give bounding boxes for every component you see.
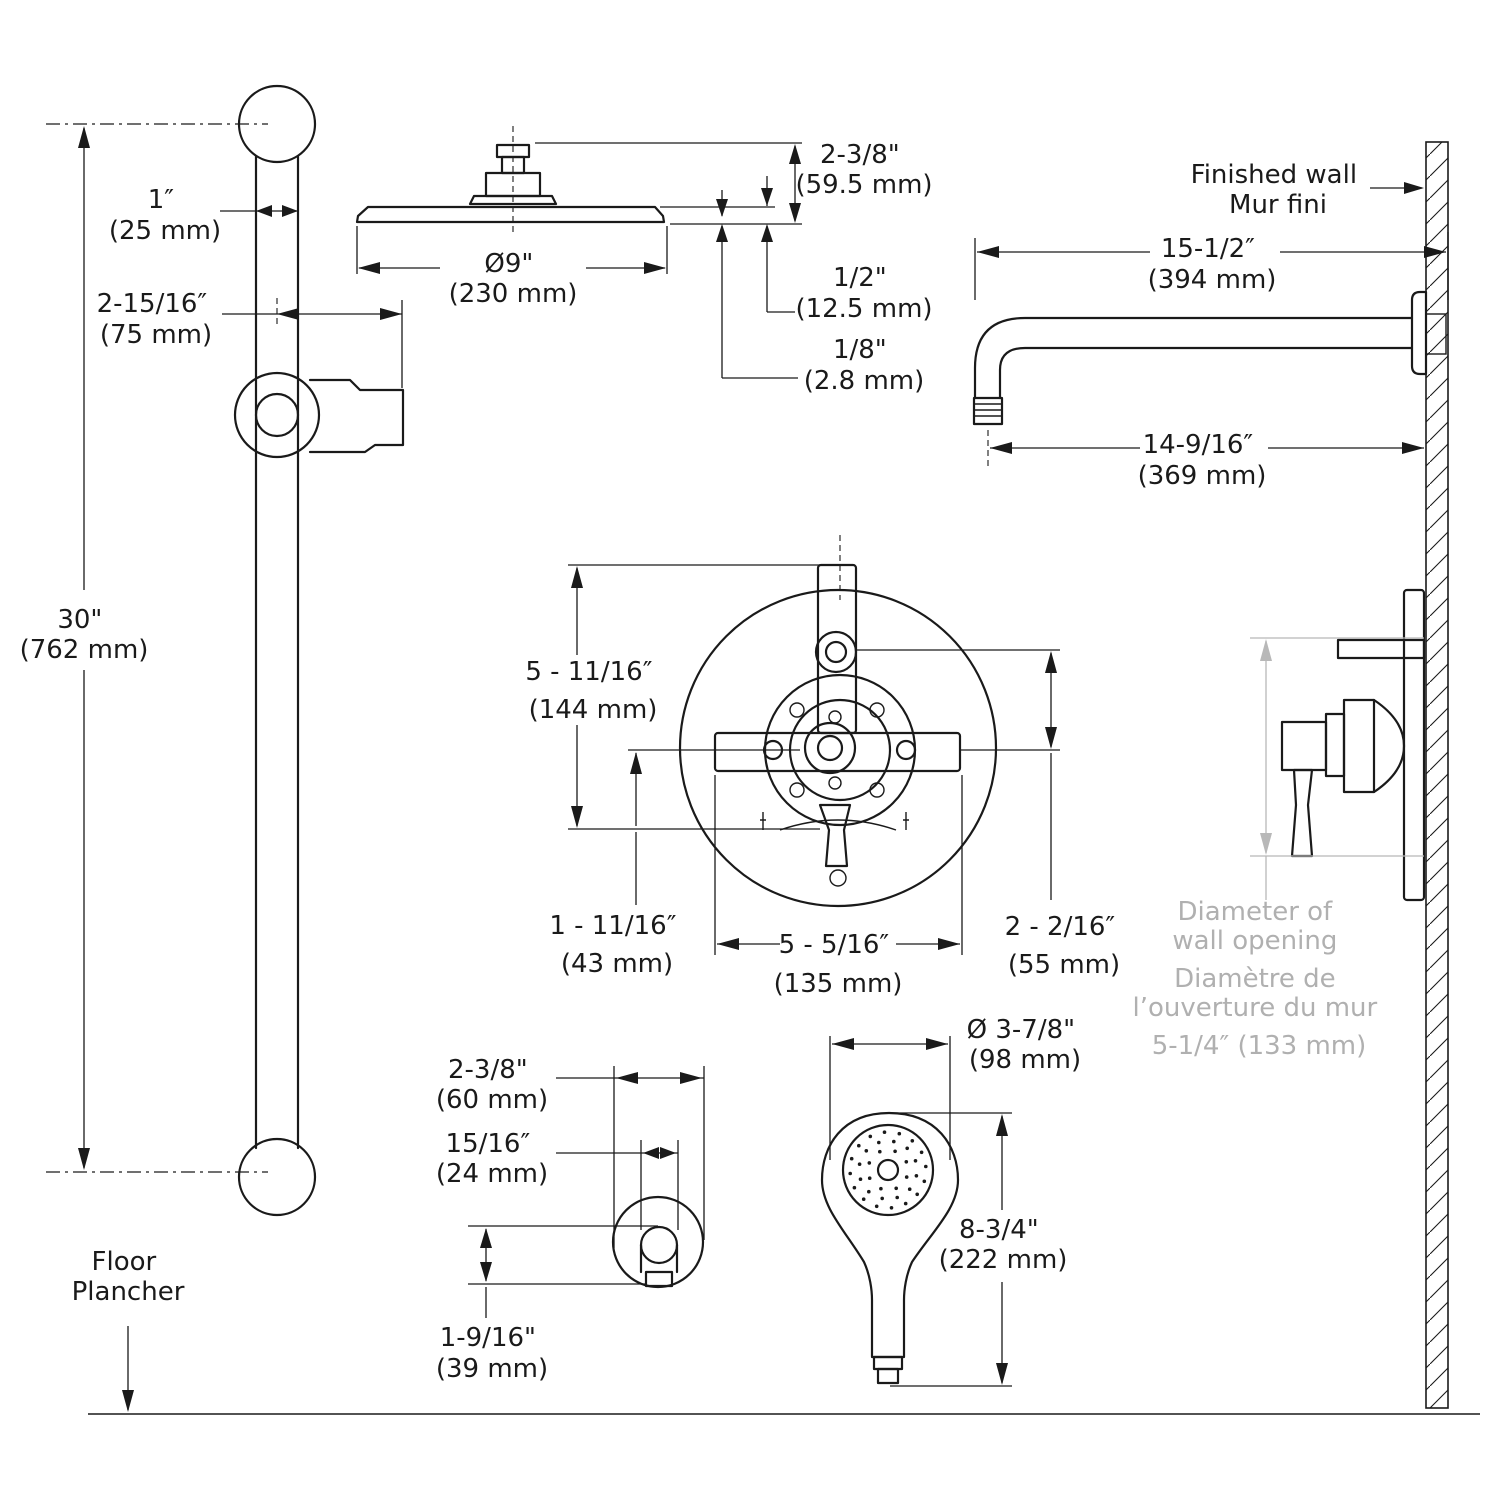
hand-shower-holder xyxy=(233,371,405,459)
valve-front-view xyxy=(678,535,998,908)
slide-bar-bottom-cap xyxy=(237,1137,317,1217)
spray-nozzles xyxy=(848,1130,928,1210)
floor-label: Floor Plancher xyxy=(72,1247,185,1307)
spray-nozzle xyxy=(910,1139,915,1143)
valve-upper-label: 2 - 2/16″ (55 mm) xyxy=(1005,912,1124,980)
valve-width-label: 5 - 5/16″ (135 mm) xyxy=(774,930,903,999)
hand-shower xyxy=(820,1111,960,1385)
spray-nozzle xyxy=(907,1187,912,1191)
spray-nozzle xyxy=(924,1164,928,1169)
spray-nozzle xyxy=(857,1143,861,1148)
spray-nozzle xyxy=(867,1189,871,1194)
holder-offset-label: 2-15/16″ (75 mm) xyxy=(97,289,216,350)
wall-elbow xyxy=(611,1195,705,1289)
spray-nozzle xyxy=(894,1186,898,1191)
rain-shower-head xyxy=(355,126,666,236)
spray-nozzle xyxy=(874,1204,879,1209)
spray-nozzle xyxy=(867,1161,872,1165)
hand-length-label: 8-3/4" (222 mm) xyxy=(939,1215,1068,1275)
spray-nozzle xyxy=(904,1175,909,1179)
wall-opening-label: Diameter of wall opening Diamètre de l’o… xyxy=(1132,897,1385,1061)
spray-nozzle xyxy=(922,1179,927,1184)
spray-nozzle xyxy=(904,1160,909,1164)
spray-nozzle xyxy=(919,1150,924,1155)
slide-bar xyxy=(233,84,405,1217)
head-edge-label: 1/8" (2.8 mm) xyxy=(804,335,925,396)
spray-nozzle xyxy=(852,1185,857,1190)
shower-arm xyxy=(972,290,1447,426)
spray-nozzle xyxy=(857,1162,862,1166)
valve-trim-plate xyxy=(678,588,998,908)
spray-nozzle xyxy=(877,1140,881,1145)
valve-lower-label: 1 - 11/16″ (43 mm) xyxy=(549,911,684,979)
spray-nozzle xyxy=(848,1171,852,1176)
spray-nozzle xyxy=(879,1186,883,1191)
spray-nozzle xyxy=(892,1139,896,1144)
valve-side-view xyxy=(1280,588,1426,902)
spray-nozzle xyxy=(914,1174,919,1178)
elbow-height-label: 1-9/16" (39 mm) xyxy=(436,1323,548,1384)
spray-nozzle xyxy=(913,1159,918,1163)
bar-diameter-label: 1″ (25 mm) xyxy=(109,185,221,246)
spray-nozzle xyxy=(878,1149,882,1154)
arm-projection-label: 14-9/16″ (369 mm) xyxy=(1138,430,1267,491)
arm-length-label: 15-1/2″ (394 mm) xyxy=(1148,234,1277,295)
spray-nozzle xyxy=(903,1201,908,1206)
spray-nozzle xyxy=(880,1196,884,1201)
spray-nozzle xyxy=(849,1156,854,1161)
valve-height-label: 5 - 11/16″ (144 mm) xyxy=(525,657,660,725)
spray-nozzle xyxy=(897,1131,902,1136)
spray-nozzle xyxy=(867,1176,872,1180)
spray-nozzle xyxy=(905,1146,909,1151)
dimension-labels: 30" (762 mm) 1″ (25 mm) 2-15/16″ (75 mm)… xyxy=(20,140,1385,1384)
head-rim-label: 1/2" (12.5 mm) xyxy=(795,263,932,324)
hand-diameter-label: Ø 3-7/8" (98 mm) xyxy=(967,1015,1084,1075)
finished-wall xyxy=(1425,141,1449,1409)
spray-nozzle xyxy=(893,1149,897,1154)
bar-height-label: 30" (762 mm) xyxy=(20,605,149,665)
spray-nozzle xyxy=(895,1195,899,1200)
spray-nozzle xyxy=(868,1134,873,1139)
spray-nozzle xyxy=(915,1192,919,1197)
dimension-lines xyxy=(78,126,1449,1412)
spray-nozzle xyxy=(882,1130,887,1134)
finished-wall-label: Finished wall Mur fini xyxy=(1191,160,1366,220)
spray-nozzle xyxy=(864,1149,869,1153)
head-height-label: 2-3/8" (59.5 mm) xyxy=(795,140,932,200)
spray-nozzle xyxy=(858,1177,863,1181)
elbow-outlet-label: 15/16″ (24 mm) xyxy=(436,1129,548,1189)
head-diameter-label: Ø9" (230 mm) xyxy=(449,249,578,309)
spray-nozzle xyxy=(861,1197,866,1201)
spray-nozzle xyxy=(889,1206,894,1210)
slide-bar-top-cap xyxy=(237,84,317,164)
elbow-depth-label: 2-3/8" (60 mm) xyxy=(436,1055,548,1115)
